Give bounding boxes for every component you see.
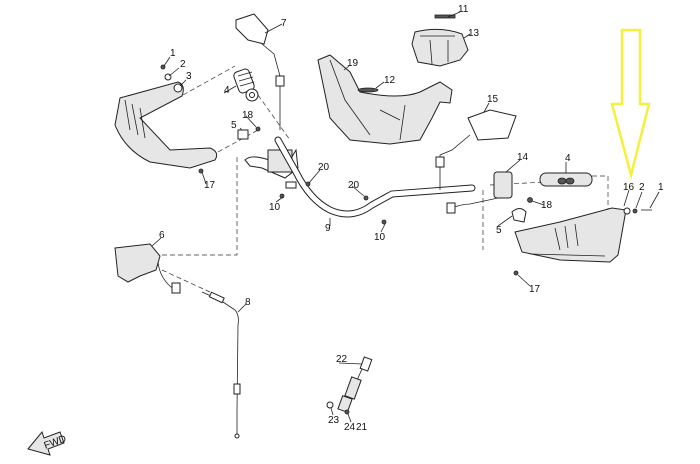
callout-18: 18 (242, 110, 254, 121)
callout-4-right: 4 (565, 153, 571, 164)
callout-15: 15 (487, 94, 499, 105)
callout-22: 22 (336, 354, 348, 365)
left-handguard (114, 64, 218, 174)
callout-5: 5 (231, 120, 237, 131)
callout-leaders (151, 11, 660, 423)
callout-5-right: 5 (496, 225, 502, 236)
callout-18-right: 18 (541, 200, 553, 211)
highlight-arrow (610, 28, 651, 180)
callout-3: 3 (186, 71, 192, 82)
handlebar-cover (317, 14, 469, 145)
callout-6: 6 (159, 230, 165, 241)
callout-23: 23 (328, 415, 340, 426)
callout-4: 4 (224, 85, 230, 96)
cable (201, 291, 241, 439)
callout-8: 8 (245, 297, 251, 308)
callout-20-right: 20 (348, 180, 360, 191)
callout-7: 7 (281, 18, 287, 29)
handlebar (274, 136, 476, 225)
callout-10: 10 (269, 202, 281, 213)
left-mirror (235, 13, 285, 130)
callout-21: 21 (356, 422, 368, 433)
nut-part-18 (255, 126, 261, 132)
assembly-lines (160, 65, 609, 293)
callout-9: 9 (325, 223, 331, 234)
callout-17-right: 17 (529, 284, 541, 295)
adjuster-assembly (326, 356, 373, 415)
callout-17: 17 (204, 180, 216, 191)
fwd-label: FWD (43, 434, 68, 452)
callout-12: 12 (384, 75, 396, 86)
fwd-direction-arrow: FWD (27, 430, 68, 456)
callout-10-right: 10 (374, 232, 386, 243)
right-mirror (435, 109, 517, 190)
callout-16: 16 (623, 182, 635, 193)
callout-14: 14 (517, 152, 529, 163)
callout-1: 1 (170, 48, 176, 59)
callout-labels: 1 2 3 4 5 18 17 7 20 10 9 11 13 19 12 15… (159, 4, 664, 433)
callout-2-right: 2 (639, 182, 645, 193)
callout-20: 20 (318, 162, 330, 173)
right-grip (539, 172, 593, 187)
clamp-part-5 (237, 129, 249, 140)
callout-2: 2 (180, 59, 186, 70)
callout-24: 24 (344, 422, 356, 433)
callout-11: 11 (458, 4, 469, 15)
right-switch-assembly (446, 171, 533, 223)
callout-19: 19 (347, 58, 359, 69)
callout-1-right: 1 (658, 182, 664, 193)
left-grip (233, 68, 259, 102)
right-handguard (513, 207, 652, 276)
throttle-housing (114, 243, 181, 294)
callout-13: 13 (468, 28, 480, 39)
